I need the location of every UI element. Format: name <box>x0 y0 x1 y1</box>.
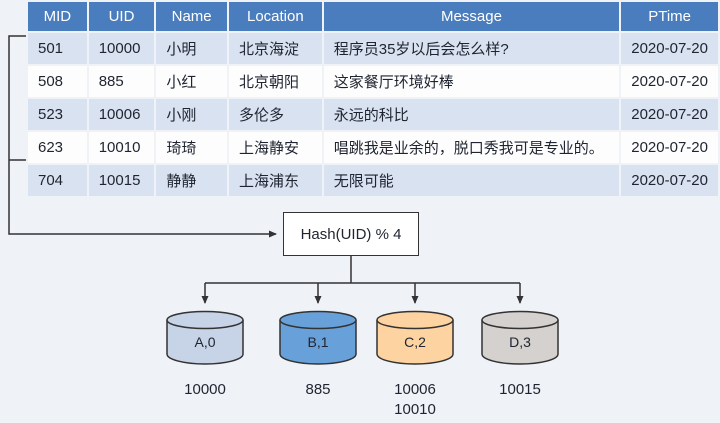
table-row: 501 10000 小明 北京海淀 程序员35岁以后会怎么样? 2020-07-… <box>28 33 718 64</box>
shard-label: A,0 <box>194 334 216 350</box>
cell-uid: 10006 <box>88 99 155 130</box>
cell-name: 静静 <box>156 165 227 196</box>
cell-message: 永远的科比 <box>323 99 620 130</box>
header-cell-message: Message <box>323 2 620 31</box>
header-cell-location: Location <box>228 2 322 31</box>
cell-ptime: 2020-07-20 <box>621 165 718 196</box>
shard-cylinder-c: C,2 <box>375 310 455 366</box>
shard-cylinder-d: D,3 <box>480 310 560 366</box>
hash-label: Hash(UID) % 4 <box>300 225 402 243</box>
table-row: 508 885 小红 北京朝阳 这家餐厅环境好棒 2020-07-20 <box>28 66 718 97</box>
cell-location: 上海浦东 <box>228 165 322 196</box>
shard-uids: 10015 <box>499 381 541 398</box>
cell-location: 多伦多 <box>228 99 322 130</box>
cell-ptime: 2020-07-20 <box>621 33 718 64</box>
cell-name: 小红 <box>156 66 227 97</box>
cell-location: 上海静安 <box>228 132 322 163</box>
cell-uid: 10015 <box>88 165 155 196</box>
cell-mid: 508 <box>28 66 87 97</box>
shard-uids: 885 <box>305 381 331 398</box>
shard-label: D,3 <box>509 334 531 350</box>
table-header-row: MID UID Name Location Message PTime <box>28 2 718 31</box>
cell-message: 程序员35岁以后会怎么样? <box>323 33 620 64</box>
cell-uid: 10010 <box>88 132 155 163</box>
cylinder-icon <box>481 310 559 365</box>
shard-uids: 10000 <box>184 381 226 398</box>
hash-box: Hash(UID) % 4 <box>283 212 419 256</box>
cylinder-icon <box>376 310 454 365</box>
cell-mid: 523 <box>28 99 87 130</box>
cylinder-icon <box>166 310 244 365</box>
header-cell-ptime: PTime <box>621 2 718 31</box>
shard-label: B,1 <box>307 334 329 350</box>
shard-cylinder-b: B,1 <box>278 310 358 366</box>
table-row: 623 10010 琦琦 上海静安 唱跳我是业余的，脱口秀我可是专业的。 202… <box>28 132 718 163</box>
cell-mid: 623 <box>28 132 87 163</box>
cell-name: 小刚 <box>156 99 227 130</box>
cell-name: 小明 <box>156 33 227 64</box>
cell-mid: 501 <box>28 33 87 64</box>
cell-location: 北京海淀 <box>228 33 322 64</box>
table-row: 704 10015 静静 上海浦东 无限可能 2020-07-20 <box>28 165 718 196</box>
message-table: MID UID Name Location Message PTime 501 … <box>26 0 720 198</box>
fanout-trunk <box>205 256 520 284</box>
shard-uids: 10006 10010 <box>394 381 436 419</box>
cylinder-icon <box>279 310 357 365</box>
table-row: 523 10006 小刚 多伦多 永远的科比 2020-07-20 <box>28 99 718 130</box>
cell-ptime: 2020-07-20 <box>621 132 718 163</box>
cell-ptime: 2020-07-20 <box>621 66 718 97</box>
cell-message: 唱跳我是业余的，脱口秀我可是专业的。 <box>323 132 620 163</box>
header-cell-name: Name <box>156 2 227 31</box>
cell-mid: 704 <box>28 165 87 196</box>
shard-label: C,2 <box>404 334 426 350</box>
cell-message: 这家餐厅环境好棒 <box>323 66 620 97</box>
cell-name: 琦琦 <box>156 132 227 163</box>
cell-location: 北京朝阳 <box>228 66 322 97</box>
cell-uid: 885 <box>88 66 155 97</box>
cell-uid: 10000 <box>88 33 155 64</box>
cell-ptime: 2020-07-20 <box>621 99 718 130</box>
cell-message: 无限可能 <box>323 165 620 196</box>
header-cell-uid: UID <box>88 2 155 31</box>
shard-cylinder-a: A,0 <box>165 310 245 366</box>
header-cell-mid: MID <box>28 2 87 31</box>
